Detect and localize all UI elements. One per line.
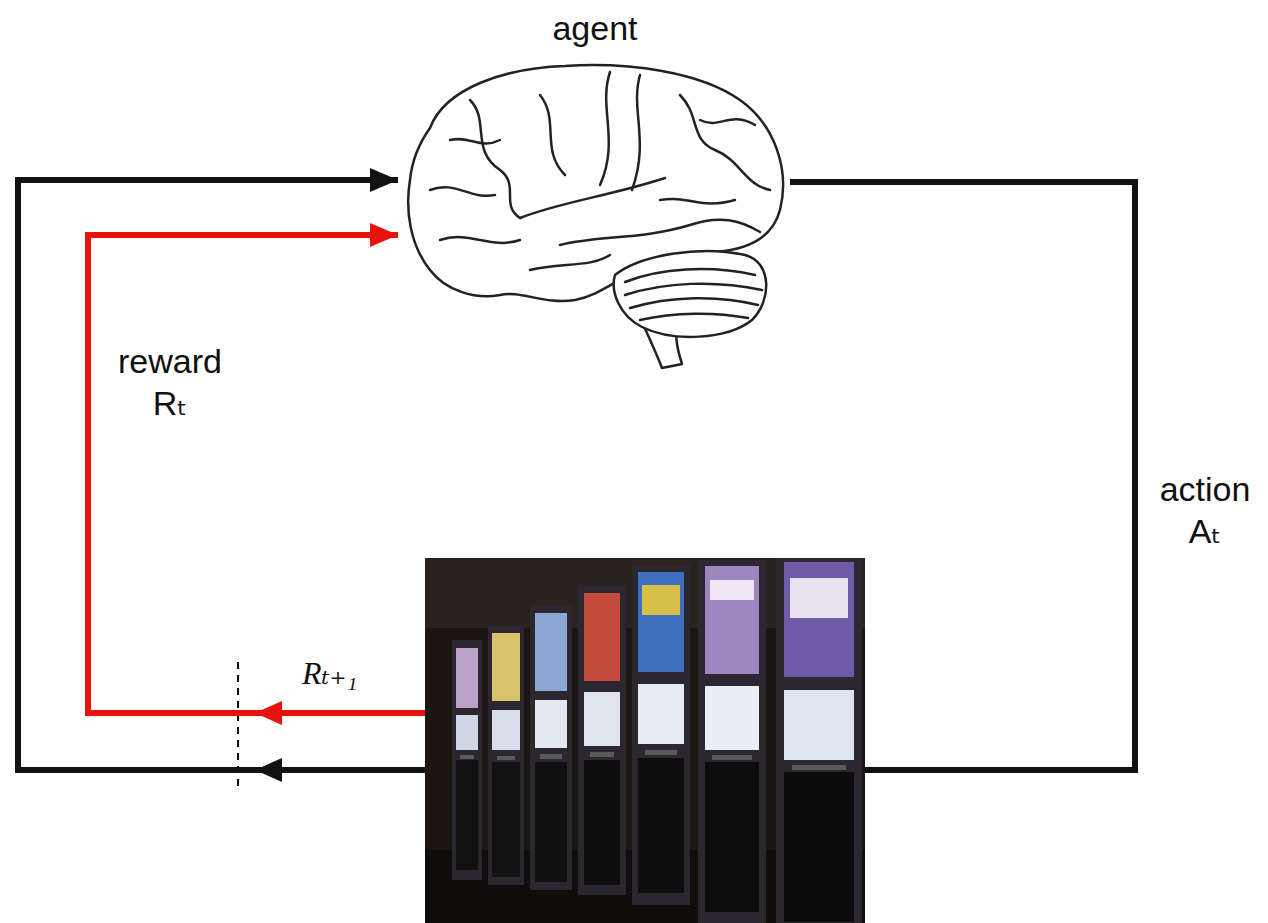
environment-node xyxy=(425,558,865,923)
connector-arrow xyxy=(790,182,1135,770)
connector-arrow xyxy=(18,180,425,770)
connector-arrow xyxy=(88,235,425,713)
edge-label: reward Rₜ xyxy=(100,340,240,424)
edge-label: action Aₜ xyxy=(1150,468,1260,552)
brain-illustration xyxy=(408,65,783,368)
signal-label: Rₜ₊₁ xyxy=(302,652,357,694)
node-title: agent xyxy=(400,8,790,48)
agent-node: agent xyxy=(400,8,790,368)
slot-machine-photo xyxy=(425,558,865,923)
